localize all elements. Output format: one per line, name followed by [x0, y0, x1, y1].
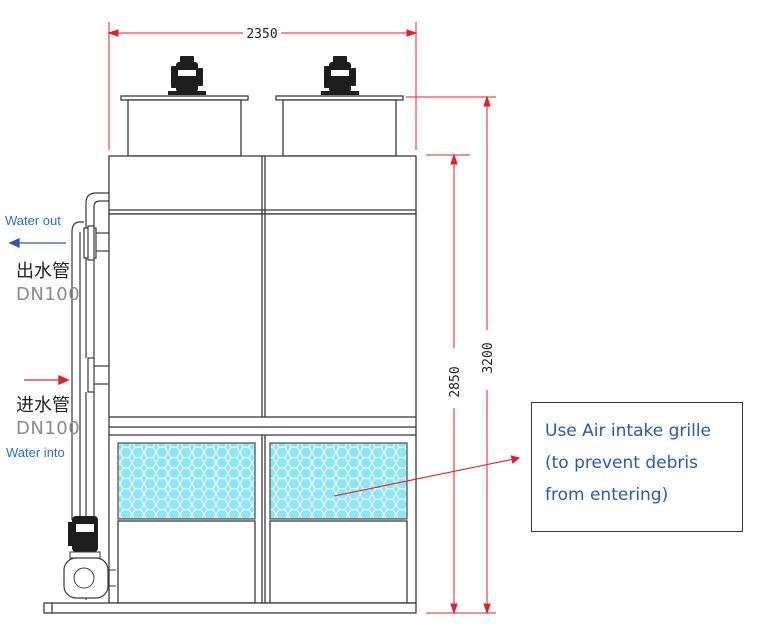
callout-line-2: (to prevent debris: [545, 453, 698, 473]
outlet-pipe-label-cn: 出水管: [16, 261, 70, 282]
fan-motor-left: [168, 56, 206, 95]
inlet-pipe-size: DN100: [16, 418, 81, 439]
water-in-arrow: [24, 374, 70, 386]
callout-leader-arrow: [333, 455, 521, 497]
water-out-arrow: [8, 237, 66, 249]
water-pump: [63, 516, 116, 599]
fan-housings: [120, 95, 404, 157]
fan-motor-right: [321, 56, 359, 95]
width-dimension-label: 2350: [246, 27, 277, 42]
air-intake-callout: Use Air intake grille (to prevent debris…: [531, 402, 743, 532]
body-height-label: 2850: [448, 366, 463, 397]
water-out-label: Water out: [5, 213, 61, 228]
water-into-label: Water into: [6, 445, 65, 460]
callout-line-1: Use Air intake grille: [545, 421, 711, 441]
width-dimension: [107, 22, 418, 150]
total-height-dimension: [406, 95, 496, 615]
tower-body: [108, 155, 417, 604]
total-height-label: 3200: [481, 342, 496, 373]
outlet-pipe-size: DN100: [16, 284, 81, 305]
callout-line-3: from entering): [545, 485, 669, 505]
base-frame: [43, 602, 417, 614]
inlet-pipe-label-cn: 进水管: [16, 395, 70, 416]
body-height-dimension: [426, 153, 470, 615]
air-intake-grille: [117, 442, 408, 520]
